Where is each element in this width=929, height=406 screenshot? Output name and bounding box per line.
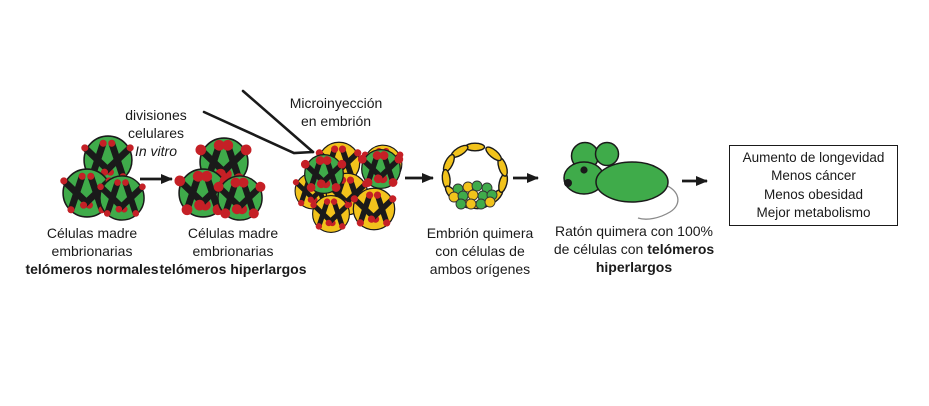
mouse-nose <box>564 179 572 187</box>
mouse-body <box>595 161 669 203</box>
mouse-line1: Ratón quimera con 100% <box>554 223 713 239</box>
microinjection-needle <box>202 89 315 155</box>
microinjection-label: Microinyección en embrión <box>290 94 383 130</box>
mouse-tail <box>637 184 679 220</box>
outcome-longevity: Aumento de longevidad <box>742 149 885 165</box>
chimera-embryo <box>441 142 509 210</box>
divisions-line2: celulares <box>127 125 185 141</box>
cluster-normal-line3: telómeros normales <box>25 261 159 277</box>
cluster-normal-line1: Células madre <box>46 225 138 241</box>
divisions-line1: divisiones <box>125 107 187 123</box>
inner-cell-mass <box>448 180 498 210</box>
microinjection-line1: Microinyección <box>289 95 383 111</box>
cluster-hyperlong-line2: embrionarias <box>192 243 274 259</box>
divisions-line3: In vitro <box>134 143 178 159</box>
embryo-line3: ambos orígenes <box>429 261 531 277</box>
microinjection-line2: en embrión <box>300 113 372 129</box>
embryo-line1: Embrión quimera <box>426 225 534 241</box>
embryo-label: Embrión quimera con células de ambos orí… <box>427 224 534 278</box>
divisions-label: divisiones celulares In vitro <box>125 106 186 160</box>
cluster-hyperlong-line1: Células madre <box>187 225 279 241</box>
embryo-line2: con células de <box>435 243 525 259</box>
mouse-label: Ratón quimera con 100% de células con te… <box>554 222 714 276</box>
mouse-eye <box>580 166 588 174</box>
outcome-cancer: Menos cáncer <box>771 168 856 183</box>
cluster-hyperlong-line3: telómeros hiperlargos <box>159 261 307 277</box>
outcome-obesity: Menos obesidad <box>763 186 864 202</box>
chimera-mouse <box>563 141 679 220</box>
outcome-metabolism: Mejor metabolismo <box>756 205 871 220</box>
mouse-ear-right <box>594 141 620 167</box>
mouse-line2: de células con telómeros <box>553 241 715 257</box>
cluster-hyperlong-label: Células madre embrionarias telómeros hip… <box>159 224 306 278</box>
cluster-normal-line2: embrionarias <box>51 243 133 259</box>
injected-embryo-cluster <box>292 142 404 232</box>
stem-cell-cluster-hyperlong <box>173 138 266 220</box>
outcomes-box: Aumento de longevidad Menos cáncer Menos… <box>729 145 898 226</box>
cluster-normal-label: Células madre embrionarias telómeros nor… <box>25 224 158 278</box>
mouse-line3: hiperlargos <box>595 259 673 275</box>
